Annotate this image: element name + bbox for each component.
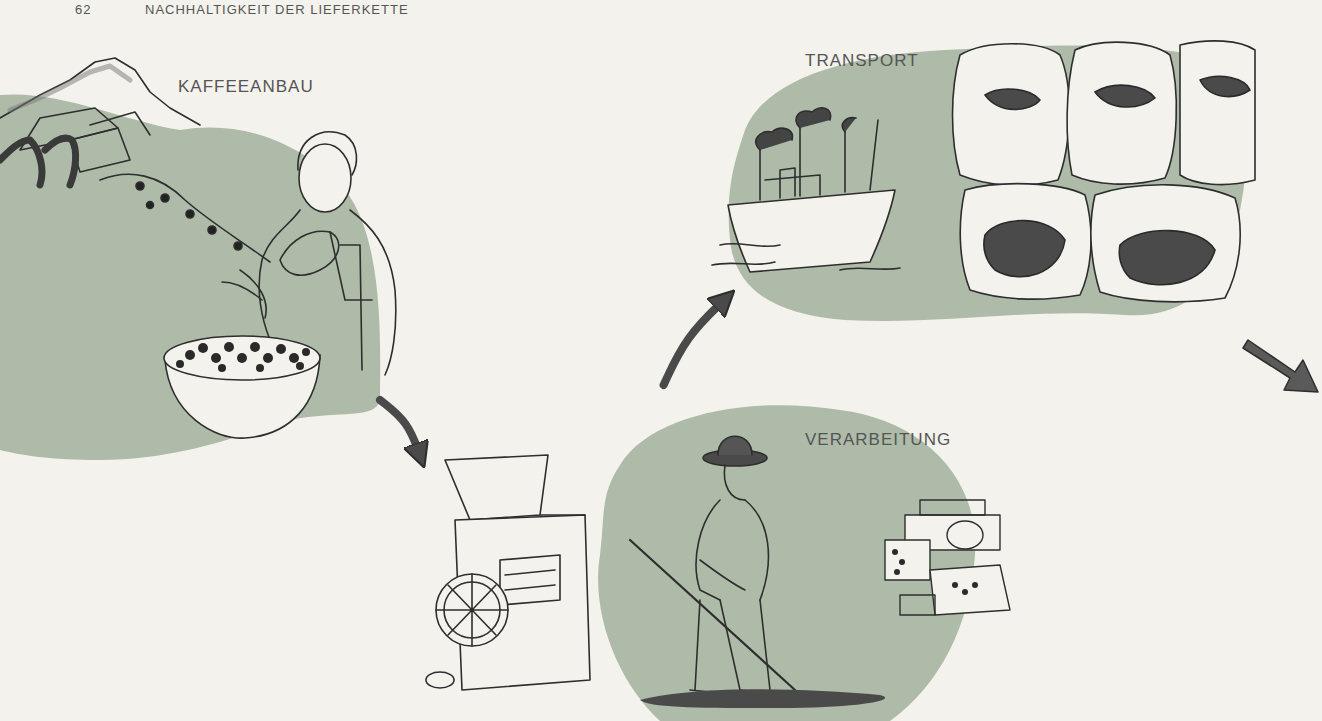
page-number: 62 <box>75 2 91 17</box>
sketch-stroke <box>972 582 978 588</box>
stage-node: KAFFEEANBAU <box>0 60 380 460</box>
running-header: NACHHALTIGKEIT DER LIEFERKETTE <box>145 2 409 17</box>
stage-title: TRANSPORT <box>805 51 919 71</box>
green-blob <box>0 94 380 460</box>
blob-outline <box>725 40 1255 325</box>
sketch-stroke <box>436 574 508 646</box>
green-blob <box>729 46 1247 321</box>
sketch-stroke <box>436 574 508 646</box>
hand-mill <box>426 455 590 690</box>
stage-title: KAFFEEANBAU <box>178 77 314 97</box>
sketch-stroke <box>426 672 454 688</box>
sketch-stroke <box>1243 340 1318 392</box>
flow-arrow <box>380 400 420 456</box>
green-blob <box>598 405 975 721</box>
sketch-stroke <box>505 570 555 590</box>
stage-node: TRANSPORT <box>725 40 1255 325</box>
stage-title: VERARBEITUNG <box>805 430 951 450</box>
stage-node: VERARBEITUNG <box>420 385 1000 721</box>
blob-outline <box>0 60 380 460</box>
sketch-stroke <box>500 555 560 605</box>
sketch-stroke <box>445 455 548 520</box>
flow-arrow <box>664 299 725 385</box>
sketch-stroke <box>444 582 500 638</box>
sketch-stroke <box>455 515 590 690</box>
exit-arrow <box>1243 340 1318 392</box>
sketch-stroke <box>540 514 585 516</box>
